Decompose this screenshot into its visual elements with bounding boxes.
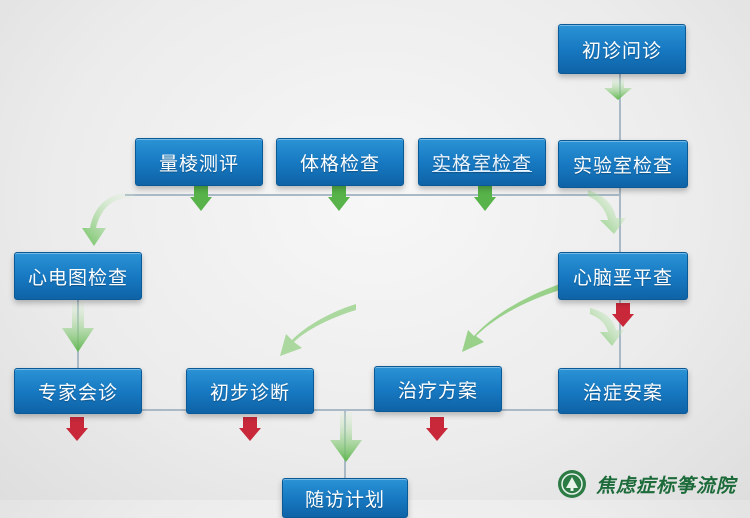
arrow-curve	[280, 304, 356, 356]
connector-layer	[62, 74, 634, 478]
node-label: 实验室检查	[572, 154, 673, 177]
node-physical-exam[interactable]: 体格检查	[276, 138, 404, 186]
node-label: 心电图检查	[27, 266, 128, 289]
top-row-markers	[190, 186, 496, 211]
node-label: 专家会诊	[37, 381, 118, 404]
flowchart-canvas: 初诊问诊 量棱测评 体格检查 实格室检查 实验室检查 心电图检查 心脑垩平查 专…	[14, 24, 750, 518]
node-initial-diagnosis[interactable]: 初步诊断	[186, 368, 314, 414]
flow-arrows	[62, 78, 632, 462]
node-lab-room-check-selected[interactable]: 实格室检查	[418, 138, 546, 186]
node-follow-up-plan[interactable]: 随访计划	[282, 478, 408, 518]
node-label: 初诊问诊	[581, 39, 662, 62]
node-expert-consultation[interactable]: 专家会诊	[14, 368, 142, 414]
marker-green	[332, 186, 346, 198]
logo-text: 焦虑症标筝流院	[596, 474, 737, 497]
arrow-curve	[462, 284, 560, 352]
arrow-curve	[588, 190, 626, 234]
red-markers	[66, 303, 634, 441]
node-label: 心脑垩平查	[572, 266, 673, 289]
node-laboratory-check[interactable]: 实验室检查	[558, 140, 688, 188]
marker-green	[478, 186, 492, 198]
marker-green-tip	[190, 197, 212, 211]
marker-green	[194, 186, 208, 198]
arrow-down	[330, 412, 362, 462]
seal-icon	[558, 470, 586, 498]
marker-green-tip	[474, 197, 496, 211]
node-cardio-brain-check[interactable]: 心脑垩平查	[558, 252, 688, 300]
node-label: 随访计划	[304, 489, 385, 511]
node-label: 体格检查	[299, 152, 380, 175]
node-label: 实格室检查	[431, 152, 532, 175]
arrow-down	[604, 78, 632, 100]
node-label: 量棱测评	[158, 152, 239, 175]
node-label: 初步诊断	[209, 381, 290, 404]
arrow-down	[62, 302, 94, 352]
arrow-curve	[590, 308, 624, 346]
node-label: 治疗方案	[397, 379, 478, 402]
marker-green-tip	[328, 197, 350, 211]
node-label: 治症安案	[582, 381, 663, 404]
node-treatment-plan[interactable]: 治疗方案	[374, 366, 502, 412]
node-scale-assessment[interactable]: 量棱测评	[135, 138, 263, 186]
arrow-curve	[82, 192, 135, 246]
institution-logo: 焦虑症标筝流院	[556, 468, 750, 500]
node-ecg-check[interactable]: 心电图检查	[14, 252, 142, 300]
node-initial-consultation[interactable]: 初诊问诊	[558, 24, 686, 74]
node-symptom-plan[interactable]: 治症安案	[558, 368, 688, 414]
